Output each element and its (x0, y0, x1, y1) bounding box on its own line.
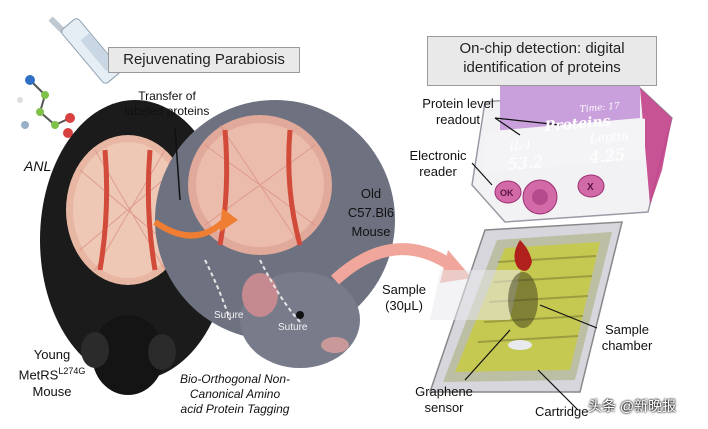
graphene-line1: Graphene (404, 384, 484, 400)
tagging-line2: Canonical Amino (160, 387, 310, 402)
old-mouse-line1: Old (336, 184, 406, 203)
sample-line2: (30μL) (372, 298, 436, 314)
electronic-reader-label: Electronic reader (398, 148, 478, 180)
right-title-line2: identification of proteins (428, 58, 656, 77)
tagging-line3: acid Protein Tagging (160, 402, 310, 417)
young-line2: MetRSL274G (10, 363, 94, 383)
tagging-label: Bio-Orthogonal Non- Canonical Amino acid… (160, 372, 310, 417)
suture-label-left: Suture (214, 308, 243, 324)
sample-chamber-line2: chamber (592, 338, 662, 354)
x-button: X (587, 182, 594, 193)
sample-line1: Sample (372, 282, 436, 298)
protein-readout-line2: readout (412, 112, 504, 128)
graphene-line2: sensor (404, 400, 484, 416)
cartridge (430, 222, 622, 392)
tagging-line1: Bio-Orthogonal Non- (160, 372, 310, 387)
protein-readout-label: Protein level readout (412, 96, 504, 128)
cartridge-label: Cartridge (535, 404, 588, 420)
old-mouse-line3: Mouse (336, 222, 406, 241)
sample-chamber-label: Sample chamber (592, 322, 662, 354)
transfer-line2: labeled proteins (112, 104, 222, 119)
left-title: Rejuvenating Parabiosis (108, 47, 300, 73)
young-mouse-label: Young MetRSL274G Mouse (10, 346, 94, 400)
graphene-sensor-label: Graphene sensor (404, 384, 484, 416)
transfer-label: Transfer of labeled proteins (112, 89, 222, 119)
right-title: On-chip detection: digital identificatio… (427, 36, 657, 86)
screen-leptin-value: 4.25 (588, 145, 626, 167)
sample-label: Sample (30μL) (372, 282, 436, 314)
transfer-line1: Transfer of (112, 89, 222, 104)
protein-readout-line1: Protein level (412, 96, 504, 112)
electronic-reader-line1: Electronic (398, 148, 478, 164)
old-mouse-line2: C57.Bl6 (336, 203, 406, 222)
sample-chamber-line1: Sample (592, 322, 662, 338)
screen-il1-label: IL-1 (508, 138, 532, 153)
right-title-line1: On-chip detection: digital (428, 39, 656, 58)
ok-button: OK (500, 188, 514, 198)
anl-molecule (17, 75, 75, 138)
screen-il1-value: 53.2 (507, 152, 544, 174)
young-line3: Mouse (10, 383, 94, 400)
watermark: 头条 @新晚报 (588, 398, 676, 414)
electronic-reader-line2: reader (398, 164, 478, 180)
anl-label: ANL (24, 158, 51, 174)
young-line1: Young (10, 346, 94, 363)
suture-label-right: Suture (278, 320, 307, 336)
old-mouse-label: Old C57.Bl6 Mouse (336, 184, 406, 241)
